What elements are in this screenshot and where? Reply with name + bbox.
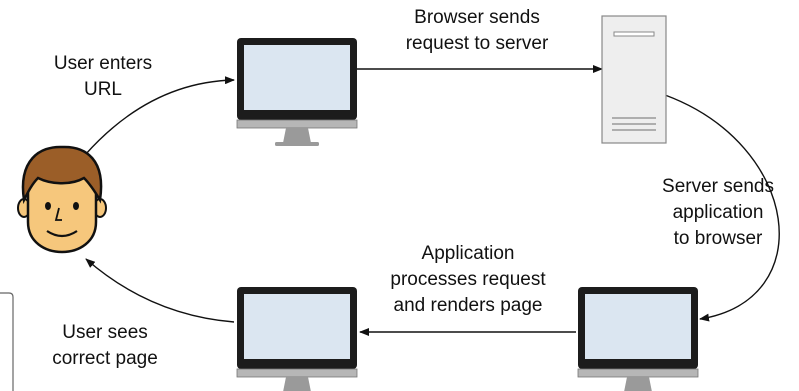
- step-label-application-processes-request: Application processes request and render…: [368, 241, 568, 319]
- server-tower-icon: [601, 15, 667, 144]
- label-line: Server sends: [662, 176, 774, 197]
- label-line: URL: [83, 79, 122, 100]
- label-line: request to server: [405, 33, 549, 54]
- connector-browser-to-user: [85, 258, 235, 323]
- step-label-browser-sends-request: Browser sends request to server: [372, 5, 582, 57]
- label-line: to browser: [673, 228, 763, 249]
- step-label-user-sees-page: User sees correct page: [30, 320, 180, 372]
- label-line: Browser sends: [414, 7, 540, 28]
- connector-server-to-browser: [664, 94, 780, 322]
- user-face-icon: [17, 145, 107, 254]
- label-line: application: [672, 202, 764, 223]
- label-line: User sees: [62, 322, 148, 343]
- partial-frame: [0, 292, 14, 391]
- monitor-icon: [236, 37, 358, 147]
- connector-user-to-browser: [84, 76, 235, 156]
- label-line: User enters: [53, 53, 153, 74]
- step-label-user-enters-url: User enters URL: [35, 51, 171, 103]
- label-line: processes request: [390, 269, 546, 290]
- label-line: correct page: [52, 348, 158, 369]
- monitor-icon: [236, 286, 358, 391]
- monitor-icon: [577, 286, 699, 391]
- label-line: Application: [421, 243, 515, 264]
- step-label-server-sends-application: Server sends application to browser: [637, 174, 799, 252]
- label-line: and renders page: [393, 295, 543, 316]
